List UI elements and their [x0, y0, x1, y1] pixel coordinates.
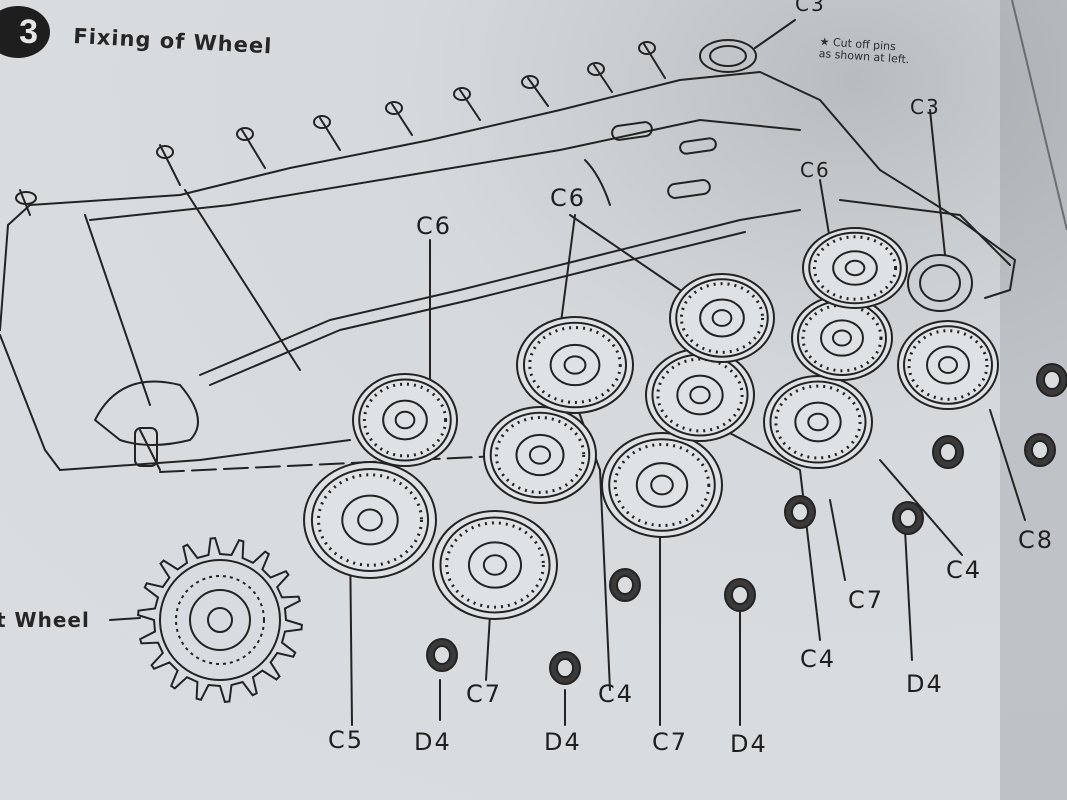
wheel-c7-b [601, 432, 723, 538]
callout-c8: C8 [1018, 526, 1055, 554]
callout-d4-4: D4 [906, 670, 944, 698]
road-wheels [303, 227, 999, 620]
callout-c7-1: C7 [466, 680, 503, 708]
hub-cap-8 [1024, 433, 1056, 467]
callout-c5: C5 [328, 726, 365, 754]
wheel-c7-c [763, 375, 873, 469]
callout-d4-2: D4 [544, 728, 582, 756]
wheel-c5 [303, 461, 437, 579]
wheel-c4-b [645, 348, 755, 442]
callout-c3-right: C3 [910, 95, 941, 119]
hull-outline [7, 71, 1016, 299]
step-number-badge: 3 [0, 6, 50, 58]
wheel-c6-c [669, 273, 775, 363]
hub-cap-7 [932, 435, 964, 469]
callout-d4-3: D4 [730, 730, 768, 758]
step-number: 3 [19, 12, 38, 51]
hub-caps [426, 363, 1067, 685]
return-roller-pins [15, 41, 666, 216]
callout-c6-left: C6 [416, 212, 453, 240]
sprocket-wheel-label: t Wheel [0, 608, 90, 632]
drive-sprocket [137, 537, 303, 703]
callout-c6-mid: C6 [550, 184, 587, 212]
hub-cap-5 [784, 495, 816, 529]
hub-cap-9 [1036, 363, 1067, 397]
wheel-c4-a [483, 406, 597, 504]
wheel-c6-b [516, 316, 634, 414]
wheel-c6-d [802, 227, 908, 309]
hub-cap-1 [426, 638, 458, 672]
wheel-c4-c [791, 295, 893, 381]
callout-c7-3: C7 [848, 586, 885, 614]
hub-cap-3 [609, 568, 641, 602]
callout-c6-right: C6 [800, 158, 831, 182]
hub-cap-2 [549, 651, 581, 685]
wheel-c6-a [352, 373, 458, 467]
callout-d4-1: D4 [414, 728, 452, 756]
wheel-c8 [897, 320, 999, 410]
hub-cap-4 [724, 578, 756, 612]
callout-c4-2: C4 [800, 645, 837, 673]
hub-cap-6 [892, 501, 924, 535]
callout-c4-3: C4 [946, 556, 983, 584]
wheel-c7-a [432, 510, 558, 620]
callout-c3-top: C3 [795, 0, 826, 16]
callout-c7-2: C7 [652, 728, 689, 756]
callout-c4-1: C4 [598, 680, 635, 708]
